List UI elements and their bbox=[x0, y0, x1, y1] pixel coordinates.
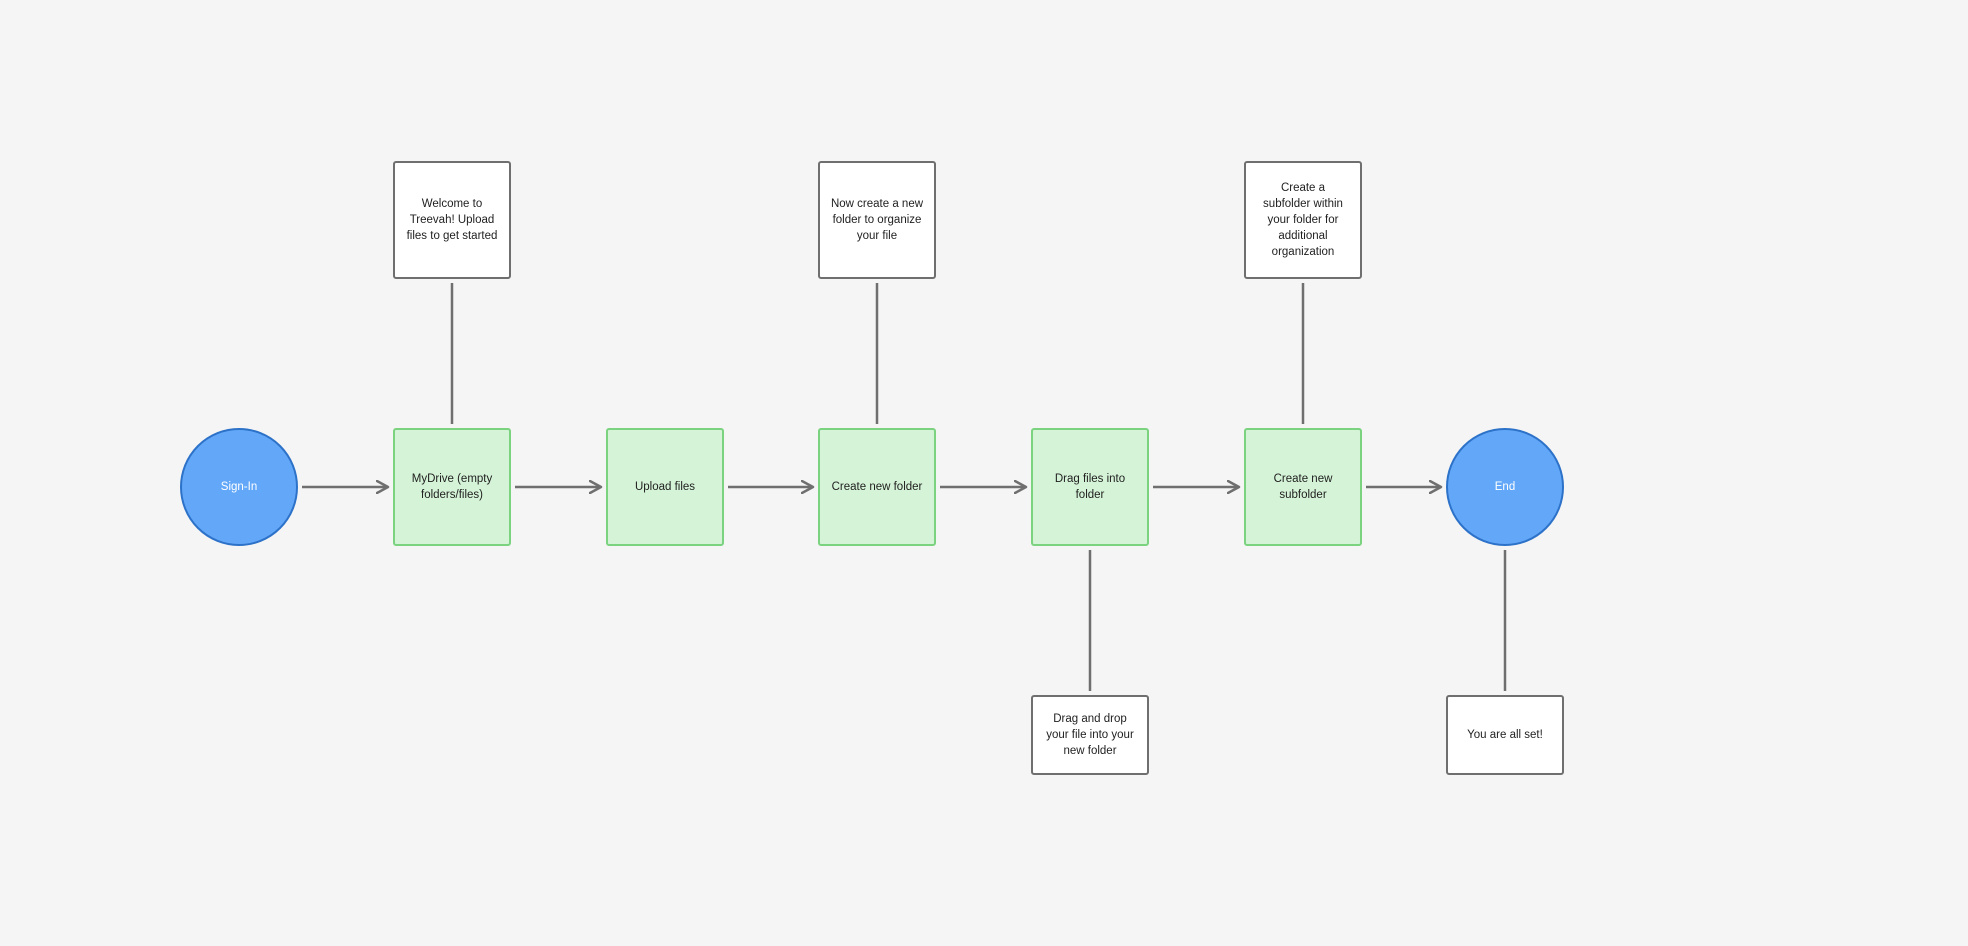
step-node-create-new-folder[interactable]: Create new folder bbox=[818, 428, 936, 546]
note-all-set[interactable]: You are all set! bbox=[1446, 695, 1564, 775]
step-node-upload-files[interactable]: Upload files bbox=[606, 428, 724, 546]
step-node-label: Drag files into folder bbox=[1054, 473, 1126, 501]
end-node[interactable]: End bbox=[1446, 428, 1564, 546]
start-node-sign-in[interactable]: Sign-In bbox=[180, 428, 298, 546]
step-node-label: Upload files bbox=[634, 481, 696, 493]
step-node-mydrive[interactable]: MyDrive (empty folders/files) bbox=[393, 428, 511, 546]
start-node-label: Sign-In bbox=[220, 481, 258, 493]
step-node-label: Create new folder bbox=[831, 481, 923, 493]
note-text: Welcome to Treevah! Upload files to get … bbox=[406, 198, 498, 242]
note-create-folder[interactable]: Now create a new folder to organize your… bbox=[818, 161, 936, 279]
note-text: Create a subfolder within your folder fo… bbox=[1263, 182, 1343, 258]
note-drag-and-drop[interactable]: Drag and drop your file into your new fo… bbox=[1031, 695, 1149, 775]
note-welcome[interactable]: Welcome to Treevah! Upload files to get … bbox=[393, 161, 511, 279]
note-text: Now create a new folder to organize your… bbox=[830, 198, 924, 242]
note-text: Drag and drop your file into your new fo… bbox=[1046, 713, 1134, 757]
step-node-label: Create new subfolder bbox=[1273, 473, 1333, 501]
note-text: You are all set! bbox=[1467, 729, 1543, 741]
step-node-label: MyDrive (empty folders/files) bbox=[411, 473, 493, 501]
end-node-label: End bbox=[1494, 481, 1516, 493]
step-node-create-new-subfolder[interactable]: Create new subfolder bbox=[1244, 428, 1362, 546]
step-node-drag-files-into-folder[interactable]: Drag files into folder bbox=[1031, 428, 1149, 546]
note-create-subfolder[interactable]: Create a subfolder within your folder fo… bbox=[1244, 161, 1362, 279]
